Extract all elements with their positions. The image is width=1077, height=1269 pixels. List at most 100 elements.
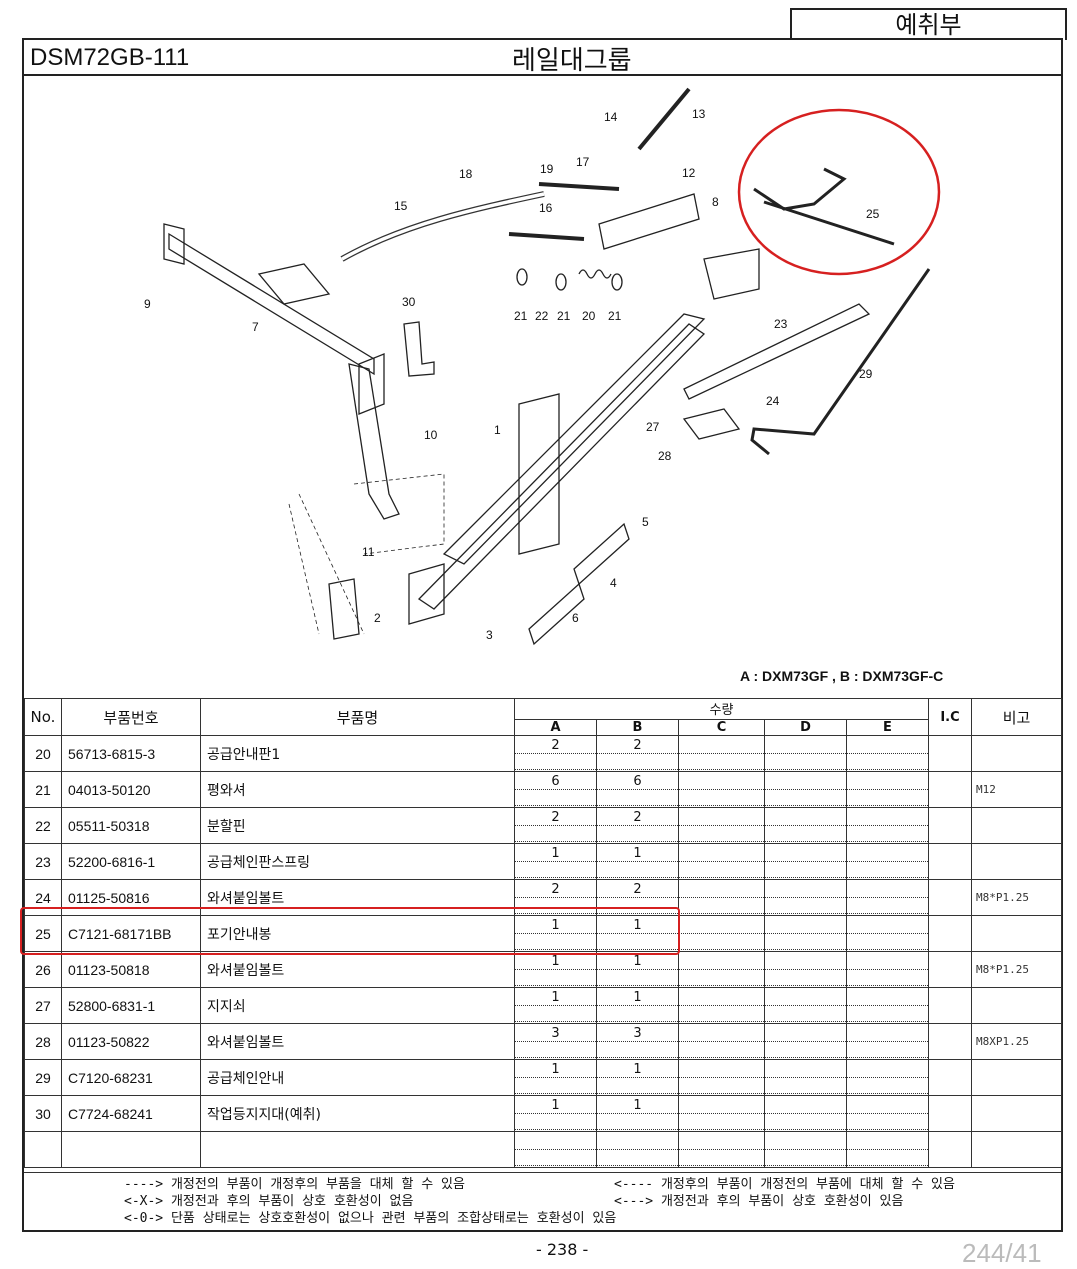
row-qty-e [846, 807, 929, 844]
row-no: 24 [24, 879, 62, 916]
row-remark [971, 1095, 1062, 1132]
row-part-no: 05511-50318 [61, 807, 201, 844]
row-qty-b: 3 [596, 1023, 679, 1060]
row-qty-e [846, 915, 929, 952]
legend-line-1-right: <---- 개정후의 부품이 개정전의 부품에 대체 할 수 있음 [614, 1177, 955, 1192]
row-part-no: 01123-50822 [61, 1023, 201, 1060]
row-ic [928, 735, 972, 772]
svg-text:16: 16 [539, 201, 553, 215]
row-ic [928, 1059, 972, 1096]
row-qty-d [764, 1023, 847, 1060]
table-row-empty [24, 1131, 1062, 1168]
row-qty-a: 1 [514, 1095, 597, 1132]
row-remark: M8*P1.25 [971, 951, 1062, 988]
svg-text:9: 9 [144, 297, 151, 311]
row-qty-a: 3 [514, 1023, 597, 1060]
svg-text:15: 15 [394, 199, 408, 213]
row-qty-a: 2 [514, 735, 597, 772]
row-qty-b: 6 [596, 771, 679, 808]
col-part-no: 부품번호 [61, 698, 201, 736]
svg-text:29: 29 [859, 367, 873, 381]
row-qty-d [764, 879, 847, 916]
row-no: 25 [24, 915, 62, 952]
row-qty-c [678, 1095, 765, 1132]
row-part-no: 04013-50120 [61, 771, 201, 808]
row-qty-d [764, 951, 847, 988]
row-qty-e [846, 879, 929, 916]
col-qty-b: B [596, 718, 679, 737]
row-qty-d [764, 843, 847, 880]
row-no: 22 [24, 807, 62, 844]
row-no: 30 [24, 1095, 62, 1132]
svg-text:12: 12 [682, 166, 696, 180]
row-name: 평와셔 [200, 771, 515, 808]
part-16 [508, 232, 585, 241]
row-qty-d [764, 1059, 847, 1096]
row-name: 작업등지지대(예취) [200, 1095, 515, 1132]
row-qty-a: 2 [514, 807, 597, 844]
col-ic: I.C [928, 698, 972, 736]
part-23 [683, 303, 871, 400]
part-2 [328, 578, 360, 640]
svg-text:14: 14 [604, 110, 618, 124]
row-part-no: 52200-6816-1 [61, 843, 201, 880]
highlight-row-25 [20, 907, 680, 955]
svg-text:6: 6 [572, 611, 579, 625]
row-name: 와셔붙임볼트 [200, 1023, 515, 1060]
svg-text:22: 22 [535, 309, 549, 323]
row-no: 23 [24, 843, 62, 880]
svg-text:8: 8 [712, 195, 719, 209]
row-qty-b: 1 [596, 915, 679, 952]
part-27 [682, 408, 741, 440]
row-remark [971, 735, 1062, 772]
row-qty-b: 2 [596, 879, 679, 916]
row-part-no: C7724-68241 [61, 1095, 201, 1132]
part-15 [340, 191, 545, 262]
part-1-rail [417, 323, 706, 610]
legend-line-3: <-0-> 단품 상태로는 상호호환성이 없으나 관련 부품의 조합상태로는 호… [124, 1211, 617, 1226]
legend: ----> 개정전의 부품이 개정후의 부품을 대체 할 수 있음 <---- … [24, 1172, 1061, 1231]
svg-text:25: 25 [866, 207, 880, 221]
row-ic [928, 843, 972, 880]
svg-text:1: 1 [494, 423, 501, 437]
row-ic [928, 879, 972, 916]
svg-text:30: 30 [402, 295, 416, 309]
row-qty-a: 1 [514, 987, 597, 1024]
row-qty-b: 1 [596, 843, 679, 880]
col-qty-a: A [514, 718, 597, 737]
row-qty-e [846, 1023, 929, 1060]
legend-line-2-left: <-X-> 개정전과 후의 부품이 상호 호환성이 없음 [124, 1194, 414, 1209]
svg-text:18: 18 [459, 167, 473, 181]
row-remark [971, 1059, 1062, 1096]
row-qty-e [846, 771, 929, 808]
svg-text:2: 2 [374, 611, 381, 625]
row-qty-c [678, 951, 765, 988]
row-ic [928, 951, 972, 988]
part-25 [753, 167, 895, 246]
row-qty-d [764, 735, 847, 772]
row-qty-c [678, 843, 765, 880]
row-no: 20 [24, 735, 62, 772]
col-qty: 수량 [514, 698, 929, 720]
part-17 [538, 182, 620, 191]
row-name: 분할핀 [200, 807, 515, 844]
row-name: 포기안내봉 [200, 915, 515, 952]
svg-text:13: 13 [692, 107, 706, 121]
part-12 [598, 193, 700, 250]
part-4 [573, 522, 630, 586]
col-qty-d: D [764, 718, 847, 737]
row-no: 28 [24, 1023, 62, 1060]
part-13 [637, 87, 691, 151]
legend-line-1-left: ----> 개정전의 부품이 개정후의 부품을 대체 할 수 있음 [124, 1177, 465, 1192]
model-code: DSM72GB-111 [30, 44, 190, 71]
sheet-number: 244/41 [962, 1238, 1042, 1268]
svg-text:20: 20 [582, 309, 596, 323]
row-qty-d [764, 771, 847, 808]
